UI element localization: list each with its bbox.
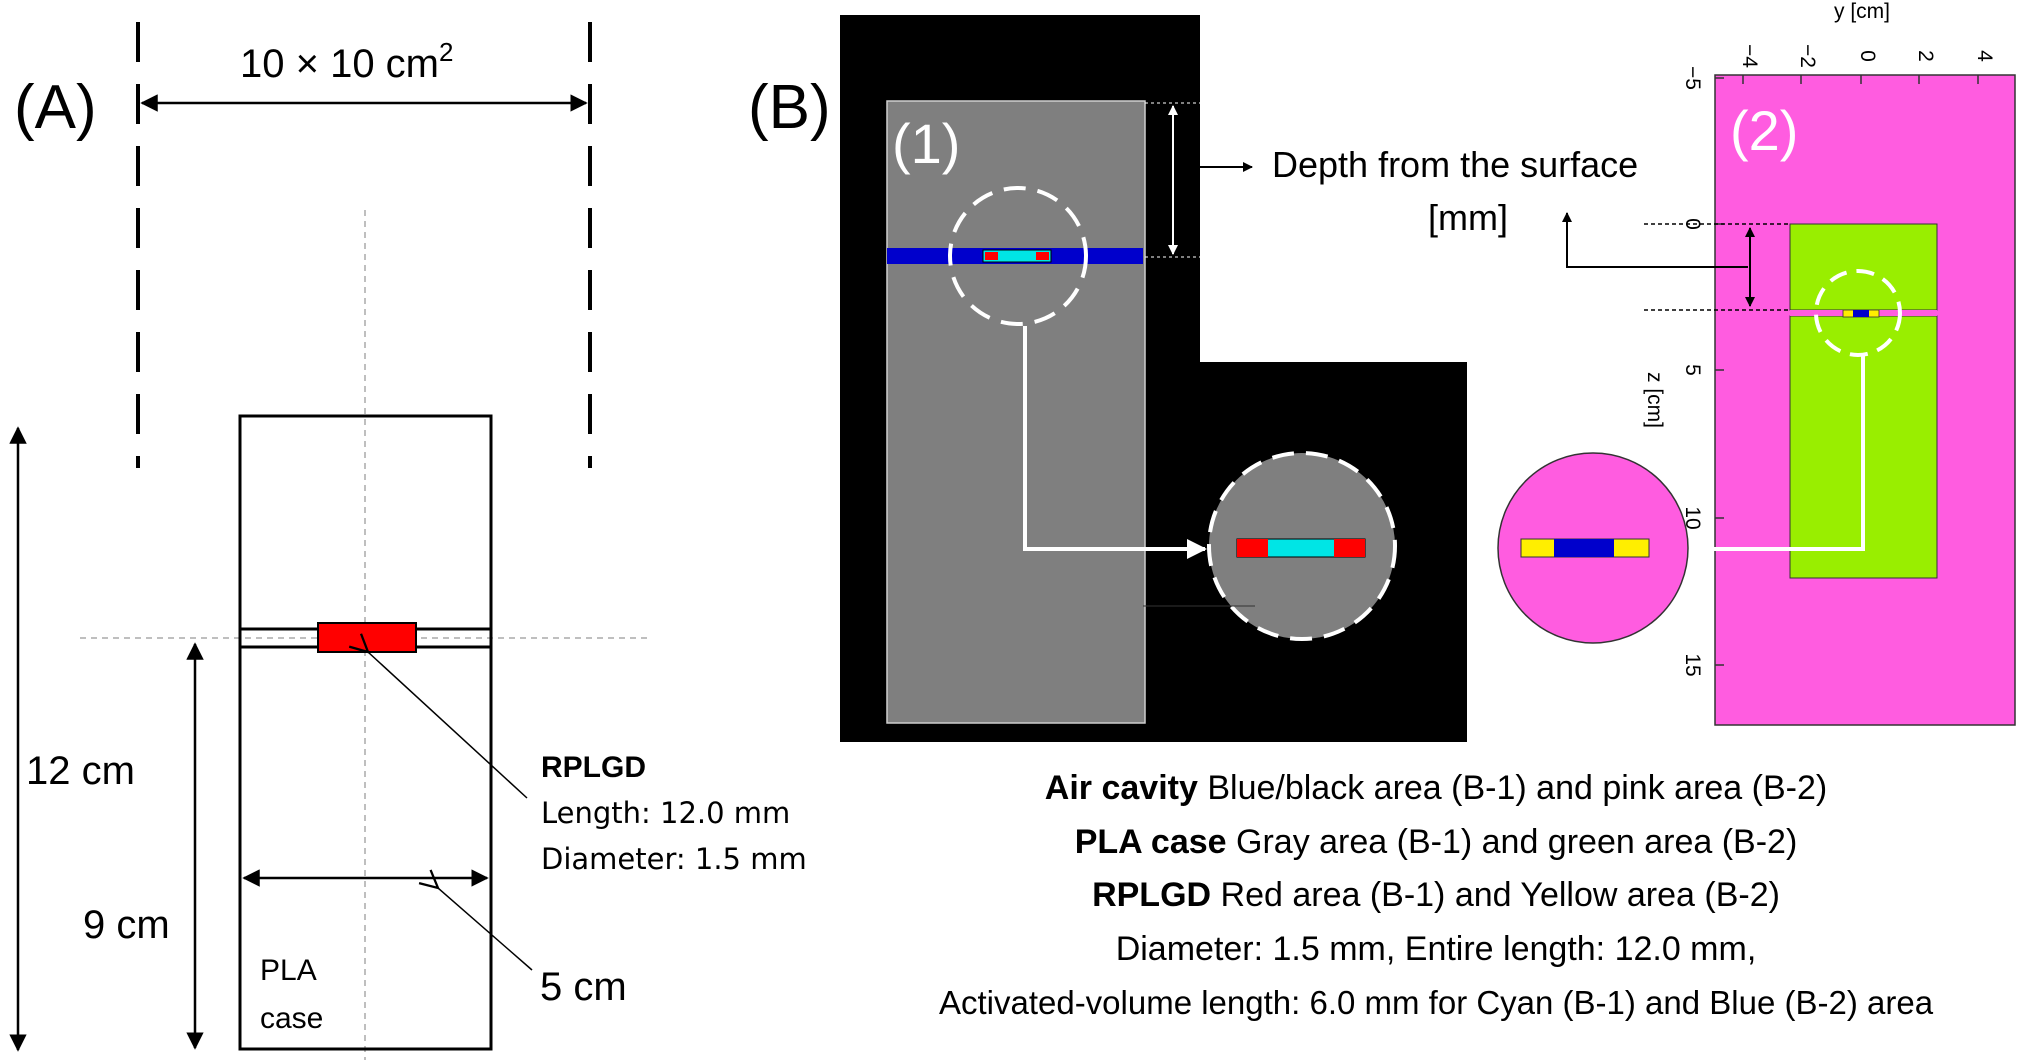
depth-label-line1: Depth from the surface [1272,144,1638,185]
y-tick-label: 4 [1973,50,1996,62]
rplgd-diameter: Diameter: 1.5 mm [541,842,807,876]
z-tick-label: 0 [1681,218,1704,230]
b2-pla-upper [1789,223,1938,311]
b2-y-axis-title: y [cm] [1834,0,1890,23]
case-label-line1: PLA [260,954,317,987]
y-tick-label: −4 [1738,44,1761,68]
b2-y-axis: y [cm] −4 −2 0 2 4 [1738,0,1996,84]
depth-label-line2: [mm] [1428,197,1508,238]
b2-magnify-connector [1661,356,1865,559]
legend-line-diameter: Diameter: 1.5 mm, Entire length: 12.0 mm… [1116,930,1757,968]
b1-detector [982,249,1052,263]
b1-magnified-end-right [1334,539,1365,557]
legend-line-activated: Activated-volume length: 6.0 mm for Cyan… [939,984,1934,1021]
detector-depth-label: 9 cm [83,903,170,947]
case-label-line2: case [260,1002,323,1035]
legend-line-rplgd: RPLGD Red area (B-1) and Yellow area (B-… [1092,876,1780,914]
legend-line-pla: PLA case Gray area (B-1) and green area … [1075,823,1798,861]
b1-detector-end-left [985,252,998,260]
z-tick-label: 10 [1681,506,1704,529]
b1-magnify-connector [1023,326,1207,559]
z-tick-label: 5 [1681,364,1704,376]
z-tick-label: 15 [1681,653,1704,676]
panel-a: (A) 10 × 10 cm2 12 cm 9 cm 5 cm PLA case… [9,22,807,1060]
b1-label: (1) [892,112,960,175]
b1-detector-end-right [1036,252,1049,260]
b2-label: (2) [1730,99,1798,162]
b2-z-axis-title: z [cm] [1643,372,1666,428]
rplgd-title: RPLGD [541,751,646,784]
panel-b: (B) (1) Depth from the surface [mm] [748,0,2016,742]
b2-z-axis: z [cm] −5 0 5 10 15 [1643,66,1724,677]
legend-line-air: Air cavity Blue/black area (B-1) and pin… [1045,769,1827,807]
b2-depth-pointer [1562,212,1748,268]
y-tick-label: 2 [1914,50,1937,62]
b2-detector-blue [1853,310,1869,317]
panel-b-label: (B) [748,73,831,142]
width-pointer [438,888,533,971]
b1-magnified-end-left [1237,539,1268,557]
rplgd-length: Length: 12.0 mm [541,796,790,830]
y-tick-label: −2 [1796,44,1819,68]
rplgd-pointer [368,652,528,799]
b2-y-ticks: −4 −2 0 2 4 [1738,44,1996,84]
total-depth-label: 12 cm [26,749,135,793]
y-tick-label: 0 [1856,50,1879,62]
legend: Air cavity Blue/black area (B-1) and pin… [939,769,1934,1021]
rplgd-element [317,622,417,653]
b2-magnified-active [1554,539,1614,557]
width-label: 5 cm [540,965,627,1009]
b1-pla-case [886,100,1146,724]
b2-zoom-circle [1814,269,1902,357]
z-tick-label: −5 [1681,66,1704,90]
b1-zoom-circle [948,186,1088,326]
panel-a-label: (A) [14,73,97,142]
pla-case-outline [238,414,493,1051]
field-size-label: 10 × 10 cm2 [240,37,453,86]
